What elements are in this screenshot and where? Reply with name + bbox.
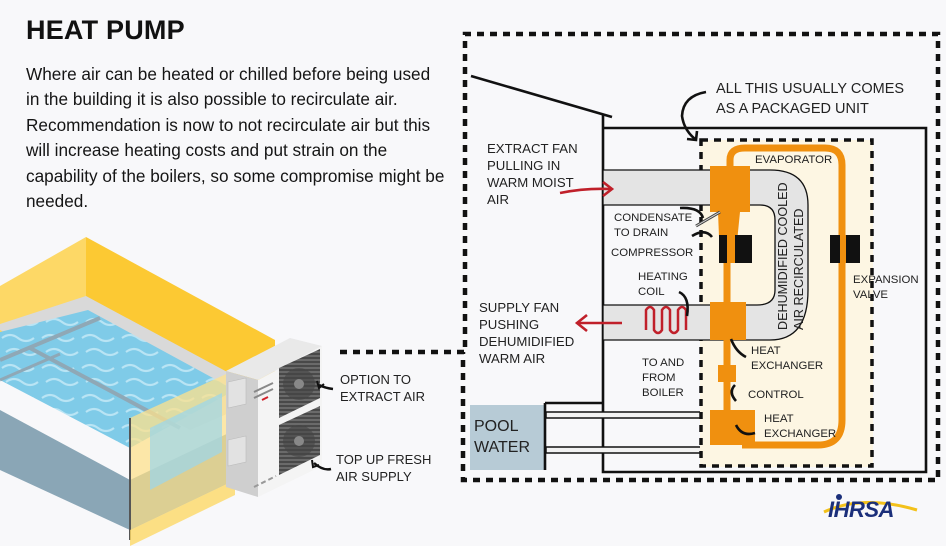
back-wall xyxy=(86,237,275,405)
compressor-block xyxy=(719,235,752,263)
condensate-line: TO DRAIN xyxy=(614,227,669,239)
plant-room-wall xyxy=(601,126,928,474)
extract-fan-line: AIR xyxy=(487,192,509,207)
option-extract-line: OPTION TO xyxy=(340,372,412,387)
extract-fan-line: WARM MOIST xyxy=(487,175,574,190)
control-label: CONTROL xyxy=(748,389,804,401)
expansion-valve-line: EXPANSION xyxy=(853,274,919,286)
ihrsa-logo: IHRSA xyxy=(828,497,894,522)
packaged-unit-note-line: AS A PACKAGED UNIT xyxy=(716,101,869,117)
extract-fan-label: EXTRACT FAN PULLING IN WARM MOIST AIR xyxy=(487,140,578,208)
supply-fan-label: SUPPLY FAN PUSHING DEHUMIDIFIED WARM AIR xyxy=(479,299,574,367)
condensate-line: CONDENSATE xyxy=(614,212,693,224)
pool-water-line: WATER xyxy=(474,439,530,456)
heating-coil xyxy=(644,305,688,335)
heating-coil-line: COIL xyxy=(638,286,665,298)
top-up-line: AIR SUPPLY xyxy=(336,469,412,484)
extract-fan-line: PULLING IN xyxy=(487,158,561,173)
pool-water-line: POOL xyxy=(474,418,519,435)
pool-water-label: POOL WATER xyxy=(474,416,530,458)
supply-fan-line: DEHUMIDIFIED xyxy=(479,334,575,349)
supply-fan-line: SUPPLY FAN xyxy=(479,300,560,315)
packaged-unit-note: ALL THIS USUALLY COMES AS A PACKAGED UNI… xyxy=(716,79,904,119)
recirculated-line: DEHUMIDIFIED COOLED xyxy=(776,182,790,330)
evaporator-block xyxy=(710,166,750,212)
page-title: HEAT PUMP xyxy=(26,15,185,45)
heating-coil-line: HEATING xyxy=(638,271,688,283)
pool-water-box xyxy=(470,405,545,470)
heat-exchanger-line: HEAT xyxy=(751,345,781,357)
intro-paragraph: Where air can be heated or chilled befor… xyxy=(26,64,445,212)
heat-exchanger-2-block xyxy=(710,410,755,445)
heating-coil-label: HEATING COIL xyxy=(638,270,688,300)
top-up-label: TOP UP FRESH AIR SUPPLY xyxy=(336,451,431,485)
air-duct xyxy=(602,169,809,341)
ihrsa-logo-swoosh xyxy=(823,494,918,514)
supply-fan-line: WARM AIR xyxy=(479,351,546,366)
airflow-arrows xyxy=(559,180,622,333)
option-extract-line: EXTRACT AIR xyxy=(340,389,426,404)
pool-building-illustration xyxy=(0,237,275,546)
extract-fan-line: EXTRACT FAN xyxy=(487,141,578,156)
control-block xyxy=(718,365,736,382)
condensate-label: CONDENSATE TO DRAIN xyxy=(614,211,692,241)
expansion-valve-label: EXPANSION VALVE xyxy=(853,273,919,303)
expansion-valve-line: VALVE xyxy=(853,289,889,301)
heat-exchanger-line: EXCHANGER xyxy=(751,360,824,372)
heat-exchanger-line: HEAT xyxy=(764,413,794,425)
boiler-label: TO AND FROM BOILER xyxy=(642,356,684,401)
heat-exchanger-line: EXCHANGER xyxy=(764,428,837,440)
compressor-label: COMPRESSOR xyxy=(611,247,694,259)
recirculated-air-label: DEHUMIDIFIED COOLED AIR RECIRCULATED xyxy=(775,182,807,330)
boiler-line: FROM xyxy=(642,372,676,384)
packaged-unit-note-line: ALL THIS USUALLY COMES xyxy=(716,81,905,97)
heat-exchanger-1-block xyxy=(710,302,746,340)
heat-exchanger-2-label: HEAT EXCHANGER xyxy=(764,412,836,442)
boiler-line: BOILER xyxy=(642,387,684,399)
evaporator-label: EVAPORATOR xyxy=(755,154,833,166)
heat-exchanger-1-label: HEAT EXCHANGER xyxy=(751,344,823,374)
supply-fan-line: PUSHING xyxy=(479,317,540,332)
boiler-line: TO AND xyxy=(642,357,685,369)
outdoor-heat-pump-unit xyxy=(226,338,322,497)
top-up-line: TOP UP FRESH xyxy=(336,452,432,467)
recirculated-line: AIR RECIRCULATED xyxy=(792,208,806,330)
option-extract-label: OPTION TO EXTRACT AIR xyxy=(340,371,425,405)
outer-dashed-boundary xyxy=(340,31,941,483)
